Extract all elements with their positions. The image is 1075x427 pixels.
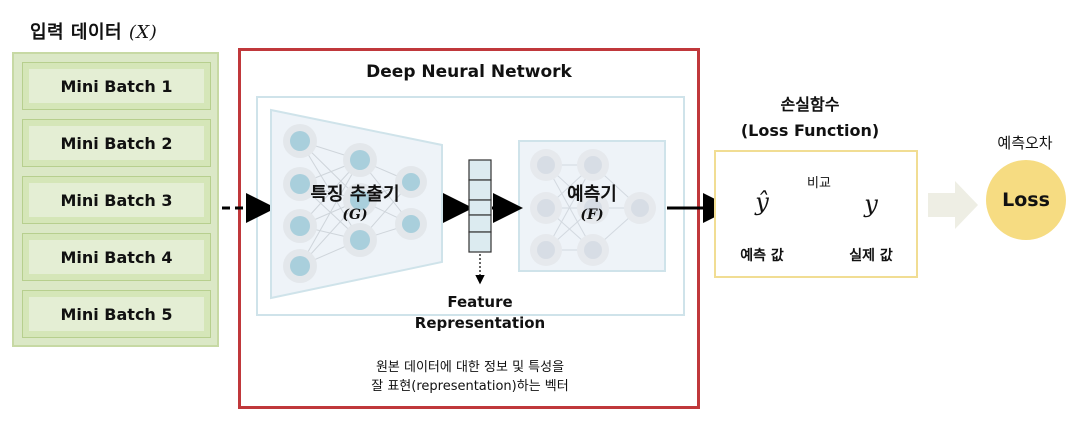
mini-batch-2: Mini Batch 2 — [22, 119, 211, 167]
output-arrow — [928, 181, 978, 229]
mini-batch-3: Mini Batch 3 — [22, 176, 211, 224]
loss-function-title: 손실함수 (Loss Function) — [700, 92, 920, 144]
extractor-symbol: (G) — [342, 207, 368, 223]
dnn-title: Deep Neural Network — [366, 62, 572, 82]
feature-representation-label: Feature Representation — [400, 292, 560, 334]
input-symbol: (X) — [128, 22, 158, 43]
loss-output-circle: Loss — [986, 160, 1066, 240]
predictor-label: 예측기 — [567, 184, 617, 205]
loss-title-english: (Loss Function) — [740, 121, 880, 140]
prediction-symbol: ŷ — [755, 188, 769, 216]
compare-label: 비교 — [807, 176, 831, 191]
prediction-value-label: 예측 값 — [740, 248, 784, 264]
mini-batch-4: Mini Batch 4 — [22, 233, 211, 281]
loss-output-text: Loss — [1002, 189, 1050, 211]
prediction-error-label: 예측오차 — [997, 134, 1053, 152]
feature-label-line2: Representation — [414, 314, 546, 332]
dnn-frame — [238, 48, 700, 409]
input-title-text: 입력 데이터 — [30, 22, 123, 43]
mini-batch-1: Mini Batch 1 — [22, 62, 211, 110]
description-line1: 원본 데이터에 대한 정보 및 특성을 — [375, 360, 565, 375]
extractor-nodes — [283, 124, 427, 283]
mini-batch-group: Mini Batch 1 Mini Batch 2 Mini Batch 3 M… — [12, 52, 219, 347]
mini-batch-5: Mini Batch 5 — [22, 290, 211, 338]
predictor-nodes — [530, 149, 656, 266]
true-value-symbol: y — [864, 190, 878, 218]
description-line2: 잘 표현(representation)하는 벡터 — [371, 379, 569, 394]
loss-function-box — [714, 150, 918, 278]
input-title: 입력 데이터 (X) — [30, 18, 157, 44]
feature-label-line1: Feature — [447, 293, 513, 311]
true-value-label: 실제 값 — [849, 248, 893, 264]
extractor-label: 특징 추출기 — [310, 184, 400, 205]
feature-vector — [468, 159, 492, 253]
loss-title-korean: 손실함수 — [780, 95, 840, 114]
feature-description: 원본 데이터에 대한 정보 및 특성을 잘 표현(representation)… — [300, 358, 640, 396]
predictor-symbol: (F) — [580, 207, 604, 223]
